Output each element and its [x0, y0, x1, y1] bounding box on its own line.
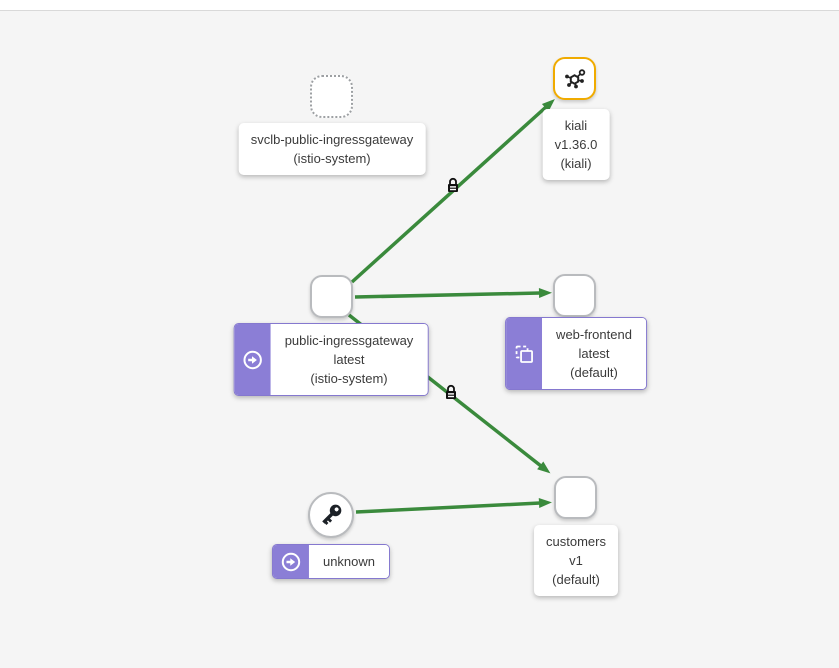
node-web-frontend[interactable]: [553, 274, 596, 317]
label-svclb-public-ingressgateway[interactable]: svclb-public-ingressgateway (istio-syste…: [238, 123, 426, 175]
arrow-circle-right-icon: [280, 551, 302, 573]
label-line: public-ingressgateway: [284, 333, 414, 348]
label-line: (kiali): [560, 156, 592, 171]
label-line: customers: [546, 534, 606, 549]
label-line: latest: [578, 346, 610, 361]
key-icon: [316, 500, 346, 530]
label-line: v1.36.0: [554, 137, 598, 152]
label-line: web-frontend: [556, 327, 632, 342]
label-kiali[interactable]: kiali v1.36.0 (kiali): [542, 109, 610, 180]
label-line: v1: [569, 553, 583, 568]
mesh-icon: [563, 67, 587, 91]
gateway-badge: [272, 545, 309, 578]
label-line: (istio-system): [310, 371, 388, 386]
label-line: unknown: [322, 554, 376, 569]
copy-squares-icon: [512, 342, 536, 366]
top-bar: [0, 0, 839, 11]
label-text: web-frontend latest (default): [542, 318, 646, 389]
edge-unknown-to-customers[interactable]: [355, 498, 552, 514]
gateway-badge: [234, 324, 271, 395]
lock-icon: [444, 384, 458, 400]
label-text: public-ingressgateway latest (istio-syst…: [270, 324, 428, 395]
workload-badge: [506, 318, 543, 389]
label-line: latest: [333, 352, 365, 367]
label-line: kiali: [564, 118, 588, 133]
label-text: unknown: [308, 545, 390, 578]
edge-ingressgateway-to-web-frontend[interactable]: [354, 288, 552, 299]
node-public-ingressgateway[interactable]: [310, 275, 353, 318]
node-kiali[interactable]: [553, 57, 596, 100]
label-public-ingressgateway[interactable]: public-ingressgateway latest (istio-syst…: [233, 323, 429, 396]
label-line: (istio-system): [293, 151, 371, 166]
label-unknown[interactable]: unknown: [271, 544, 391, 579]
label-line: (default): [570, 365, 618, 380]
label-line: svclb-public-ingressgateway: [250, 132, 414, 147]
label-line: (default): [552, 572, 600, 587]
label-customers[interactable]: customers v1 (default): [534, 525, 618, 596]
node-svclb-public-ingressgateway[interactable]: [310, 75, 353, 118]
node-customers[interactable]: [554, 476, 597, 519]
node-unknown[interactable]: [308, 492, 354, 538]
edge-ingressgateway-to-kiali[interactable]: [350, 98, 555, 284]
arrow-circle-right-icon: [242, 349, 264, 371]
lock-icon: [446, 177, 460, 193]
label-web-frontend[interactable]: web-frontend latest (default): [505, 317, 647, 390]
graph-canvas[interactable]: svclb-public-ingressgateway (istio-syste…: [0, 11, 839, 668]
